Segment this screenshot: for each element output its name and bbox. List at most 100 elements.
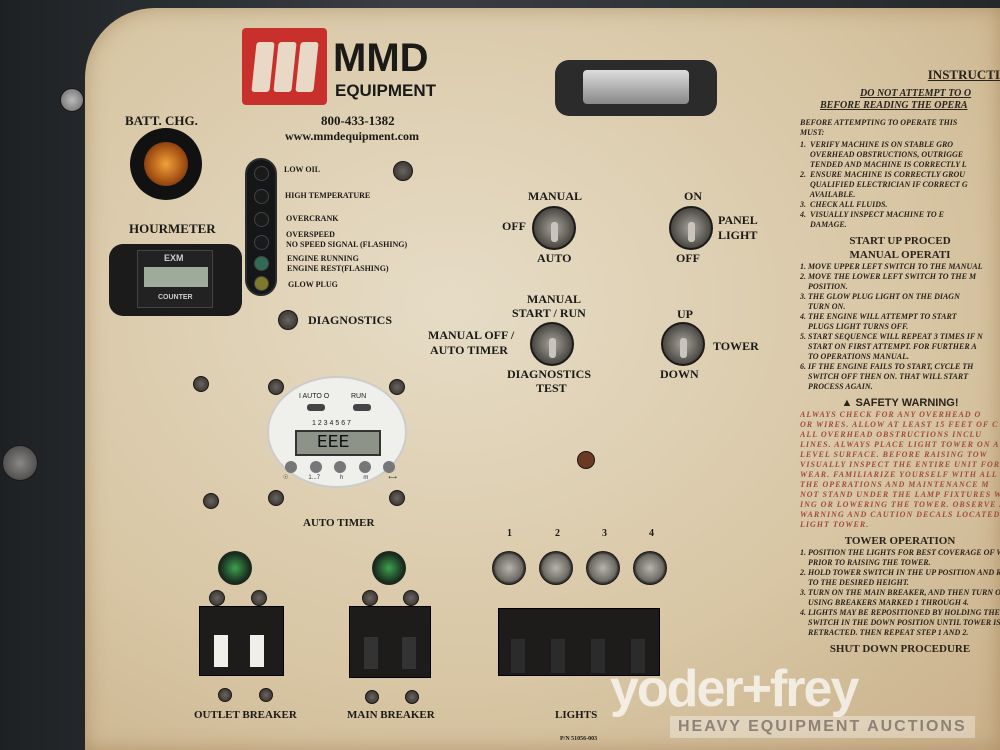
panel-light-toggle[interactable] — [669, 206, 713, 250]
label: AUTO TIMER — [430, 343, 508, 357]
battery-charge-lamp — [130, 128, 202, 200]
diagnostics-button[interactable] — [278, 310, 298, 330]
safety-title: ▲ SAFETY WARNING! — [800, 396, 1000, 410]
startup-subtitle: MANUAL OPERATI — [849, 249, 951, 261]
run-slider[interactable] — [353, 404, 371, 411]
batt-chg-label: BATT. CHG. — [125, 113, 198, 128]
startup-title: START UP PROCED — [849, 235, 951, 247]
instruction-line: DAMAGE. — [800, 220, 847, 229]
label: TOWER — [713, 339, 759, 353]
instruction-line: SWITCH OFF THEN ON. THAT WILL START — [800, 372, 969, 381]
frame-bolt — [60, 88, 84, 112]
hourmeter-display — [144, 267, 208, 287]
instruction-line: ALWAYS CHECK FOR ANY OVERHEAD O — [800, 410, 982, 419]
instruction-line: NOT STAND UNDER THE LAMP FIXTURES W — [800, 490, 1000, 499]
screw — [268, 490, 284, 506]
indicator-label: HIGH TEMPERATURE — [285, 191, 371, 200]
instruction-line: SWITCH IN THE DOWN POSITION UNTIL TOWER … — [808, 618, 1000, 627]
label: PANEL — [718, 213, 758, 227]
main-breaker[interactable] — [349, 606, 431, 678]
instruction-line: 5. START SEQUENCE WILL REPEAT 3 TIMES IF… — [800, 332, 983, 341]
screw — [268, 379, 284, 395]
outlet-breaker[interactable] — [199, 606, 284, 676]
light-3-lamp — [586, 551, 620, 585]
main-indicator-lamp — [372, 551, 406, 585]
screw — [251, 590, 267, 606]
instruction-line: ING OR LOWERING THE TOWER. OBSERVE A — [800, 500, 1000, 509]
label: OFF — [502, 219, 526, 233]
website: www.mmdequipment.com — [285, 129, 419, 143]
instruction-line: 3. TURN ON THE MAIN BREAKER, AND THEN TU… — [800, 588, 1000, 597]
screw — [362, 590, 378, 606]
light-1-breaker[interactable] — [511, 639, 525, 673]
instruction-line: WARNING AND CAUTION DECALS LOCATED — [800, 510, 1000, 519]
timer-button-label: ☉ — [283, 475, 289, 481]
instruction-line: 3. CHECK ALL FLUIDS. — [800, 200, 888, 209]
tower-toggle[interactable] — [661, 322, 705, 366]
screw — [365, 690, 379, 704]
instruction-line: PROCESS AGAIN. — [800, 382, 873, 391]
safety-title-text: SAFETY WARNING! — [855, 397, 959, 409]
screw — [577, 451, 595, 469]
instruction-line: 4. THE ENGINE WILL ATTEMPT TO START — [800, 312, 957, 321]
manual-auto-toggle[interactable] — [532, 206, 576, 250]
timer-button-clock[interactable] — [285, 461, 297, 473]
timer-button-days[interactable] — [309, 461, 322, 473]
breaker-handle[interactable] — [214, 635, 228, 667]
timer-button-label: 1...7 — [308, 475, 321, 481]
instruction-line: VISUALLY INSPECT THE ENTIRE UNIT FOR — [800, 460, 1000, 469]
label: MANUAL — [528, 189, 582, 203]
instruction-line: TURN ON. — [800, 302, 846, 311]
light-number: 3 — [602, 528, 607, 539]
light-number: 1 — [507, 528, 512, 539]
timer-mode-label: I AUTO O — [299, 393, 330, 400]
indicator-label: OVERSPEED — [286, 230, 335, 239]
overspeed-led — [254, 235, 269, 250]
instruction-line: ALL OVERHEAD OBSTRUCTIONS INCLU — [800, 430, 983, 439]
overcrank-led — [254, 212, 269, 227]
instruction-line: OR WIRES. ALLOW AT LEAST 15 FEET OF C — [800, 420, 999, 429]
screw — [193, 376, 209, 392]
screw — [403, 590, 419, 606]
instruction-line: 2. HOLD TOWER SWITCH IN THE UP POSITION … — [800, 568, 1000, 577]
light-2-breaker[interactable] — [551, 639, 565, 673]
indicator-label: GLOW PLUG — [288, 280, 338, 289]
breaker-handle[interactable] — [250, 635, 264, 667]
start-mode-toggle[interactable] — [530, 322, 574, 366]
instruction-line: 6. IF THE ENGINE FAILS TO START, CYCLE T… — [800, 362, 974, 371]
frame-bolt — [2, 445, 38, 481]
indicator-label: ENGINE RUNNING — [287, 254, 359, 263]
light-4-breaker[interactable] — [631, 639, 645, 673]
warning-line: BEFORE READING THE OPERA — [820, 100, 968, 111]
screw — [393, 161, 413, 181]
timer-button-minute[interactable] — [358, 461, 371, 473]
main-breaker-label: MAIN BREAKER — [347, 709, 435, 721]
light-3-breaker[interactable] — [591, 639, 605, 673]
intro-line: BEFORE ATTEMPTING TO OPERATE THIS — [800, 118, 958, 127]
watermark-name: yoder+frey — [610, 660, 859, 718]
instruction-line: TO OPERATIONS MANUAL. — [800, 352, 909, 361]
indicator-label: NO SPEED SIGNAL (FLASHING) — [286, 240, 408, 249]
timer-button-override[interactable] — [383, 461, 395, 473]
label: DOWN — [660, 367, 699, 381]
timer-button-hour[interactable] — [334, 461, 346, 473]
instruction-line: 4. VISUALLY INSPECT MACHINE TO E — [800, 210, 944, 219]
hourmeter-label: HOURMETER — [129, 221, 216, 236]
instruction-line: TO THE DESIRED HEIGHT. — [800, 578, 909, 587]
screw — [209, 590, 225, 606]
auto-slider[interactable] — [307, 404, 325, 411]
instruction-line: RETRACTED. THEN REPEAT STEP 1 AND 2. — [800, 628, 969, 637]
instruction-line: QUALIFIED ELECTRICIAN IF CORRECT G — [800, 180, 968, 189]
timer-button-label: h — [340, 475, 344, 481]
auto-timer: I AUTO O RUN 1 2 3 4 5 6 7 EEE ☉ 1...7 h… — [267, 376, 407, 488]
instruction-line: 2. MOVE THE LOWER LEFT SWITCH TO THE M — [800, 272, 977, 281]
instruction-line: AVAILABLE. — [800, 190, 856, 199]
breaker-handle[interactable] — [402, 637, 416, 669]
timer-button-label: ⟷ — [388, 475, 397, 481]
instruction-line: 2. ENSURE MACHINE IS CORRECTLY GROU — [800, 170, 965, 179]
lights-label: LIGHTS — [555, 709, 598, 721]
breaker-handle[interactable] — [364, 637, 378, 669]
tower-title: TOWER OPERATION — [844, 535, 956, 547]
warning-triangle-icon: ▲ — [841, 397, 856, 409]
